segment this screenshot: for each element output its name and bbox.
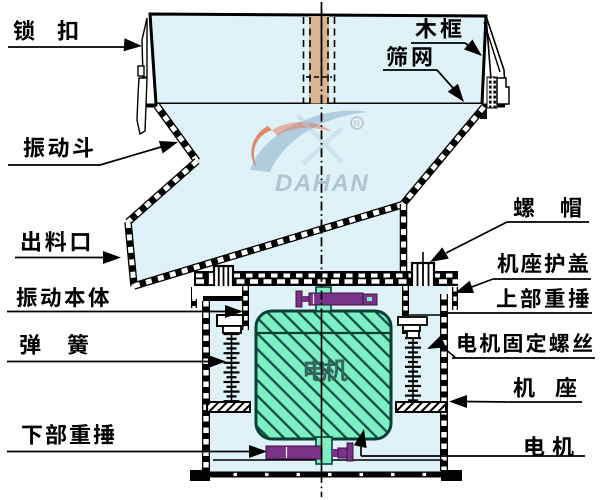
svg-text:R: R bbox=[354, 119, 361, 129]
